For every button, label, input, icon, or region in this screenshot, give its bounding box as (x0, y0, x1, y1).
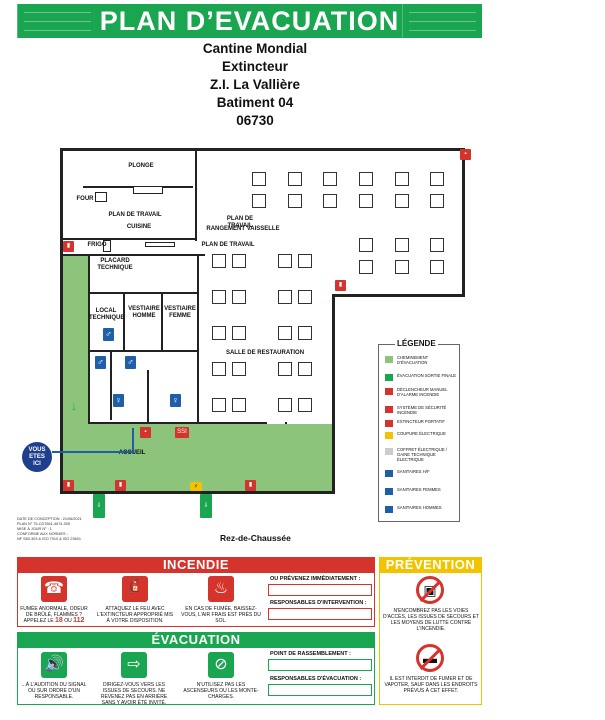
evacuation-action: 🔊 ...à l'audition du signal ou sur ordre… (18, 652, 90, 700)
you-are-here-line (132, 428, 134, 453)
legend-item: Cheminement d'évacuation (385, 355, 459, 365)
legend-title: LÉGENDE (395, 339, 438, 348)
alarm-button-icon: ▪ (460, 149, 471, 160)
evacuation-arrow-icon: ↓ (71, 399, 77, 413)
extinguisher-icon: 🧯 (122, 576, 148, 602)
room-label-plan-travail: Plan de Travail (108, 212, 162, 218)
evacuation-panel (17, 647, 375, 705)
you-are-here-text: ICI (33, 461, 41, 467)
legend-item: Système de sécurité incendie (385, 405, 459, 415)
room-label-accueil: Accueil (118, 450, 146, 456)
header-decoration (402, 4, 482, 38)
alert-label: Ou prévenez immédiatement : (270, 576, 361, 582)
wc-icon: ♀ (170, 394, 181, 407)
room-label-placard: Placard Technique (97, 258, 133, 271)
room-label-frigo: Frigo (87, 242, 107, 248)
document-info: Date de conception : 21/06/2021Plan N° 7… (17, 517, 82, 541)
room-label-cuisine: Cuisine (126, 224, 152, 230)
header-decoration (17, 4, 97, 38)
you-are-here-line (52, 451, 132, 453)
legend-item: Évacuation sortie finale (385, 373, 459, 381)
alarm-icon: 🔊 (41, 652, 67, 678)
fire-extinguisher-icon: ▮ (335, 280, 346, 291)
address-line: Batiment 04 (216, 95, 294, 110)
evacuation-action: ⇨ Dirigez-vous vers les issues de secour… (94, 652, 174, 706)
page-title: PLAN D’EVACUATION (99, 6, 400, 36)
evacuation-responsibles-field[interactable] (268, 684, 372, 696)
assembly-point-field[interactable] (268, 659, 372, 671)
assembly-point-label: Point de rassemblement : (270, 651, 351, 657)
ssi-icon: SSI (175, 427, 189, 438)
room-label-vestiaire-femme: Vestiaire Femme (164, 306, 196, 319)
wc-icon: ♀ (113, 394, 124, 407)
prevention-text: N'encombrez pas les voies d'accès, les i… (383, 608, 479, 632)
fire-extinguisher-icon: ▮ (245, 480, 256, 491)
floor-plan: Plonge Four Plan de Travail Cuisine Plan… (22, 146, 475, 518)
alert-field[interactable] (268, 584, 372, 596)
fire-extinguisher-icon: ▮ (63, 241, 74, 252)
incendie-band: INCENDIE (17, 557, 375, 572)
phone-icon: ☎ (41, 576, 67, 602)
room-label-vestiaire-homme: Vestiaire Homme (128, 306, 160, 319)
evacuation-responsibles-label: Responsables d'évacuation : (270, 676, 362, 682)
smoke-icon: ♨ (208, 576, 234, 602)
legend-item: Sanitaires femmes (385, 487, 459, 495)
prevention-text: Il est interdit de fumer et de vapoter, … (384, 676, 478, 694)
room-label-rangement: Rangement Vaisselle (206, 226, 280, 232)
intervention-field[interactable] (268, 608, 372, 620)
room-label-plan-travail: Plan de Travail (201, 242, 255, 248)
you-are-here-text: ETES (29, 454, 45, 460)
wc-icon: ♂ (125, 356, 136, 369)
intervention-label: Responsables d'intervention : (270, 600, 367, 606)
exit-sign-icon: ⇩ (93, 494, 105, 518)
legend-item: Sanitaires H/F (385, 469, 459, 477)
no-obstruction-icon: ▣ (416, 576, 444, 604)
exit-icon: ⇨ (121, 652, 147, 678)
room-label-salle: Salle de Restauration (225, 350, 305, 356)
incendie-panel (17, 572, 375, 627)
room-label-four: Four (76, 196, 94, 202)
address-line: Cantine Mondial (202, 41, 308, 56)
wc-icon: ♂ (95, 356, 106, 369)
prevention-band: PRÉVENTION (379, 557, 482, 572)
legend: LÉGENDE Cheminement d'évacuation Évacuat… (378, 339, 460, 522)
evacuation-path (60, 424, 332, 492)
legend-item: Déclencheur manuel d'alarme incendie (385, 387, 459, 397)
address-line: 06730 (236, 113, 274, 128)
you-are-here-text: VOUS (28, 447, 46, 453)
room-label-plonge: Plonge (128, 163, 154, 169)
address-line: Z.I. La Vallière (209, 77, 301, 92)
you-are-here-marker: VOUS ETES ICI (22, 442, 52, 472)
room-label-local-technique: Local Technique (89, 308, 125, 321)
legend-item: Extincteur portatif (385, 419, 459, 427)
no-smoking-icon: ▬ (416, 644, 444, 672)
address-line: Extincteur (221, 59, 289, 74)
room-label-plan-travail: Plan de Travail (226, 216, 254, 229)
legend-item: Coupure électrique (385, 431, 459, 439)
wc-icon: ♂ (103, 328, 114, 341)
incendie-action: ♨ En cas de fumée, baissez-vous, l'air f… (180, 576, 262, 624)
fire-extinguisher-icon: ▮ (63, 480, 74, 491)
incendie-action: ☎ Fumée anormale, odeur de brûlé, flamme… (18, 576, 90, 624)
evacuation-band: ÉVACUATION (17, 632, 375, 647)
stairs-icon: ⊘ (208, 652, 234, 678)
power-cut-icon: ⚡ (190, 482, 202, 491)
evacuation-action: ⊘ N'utilisez pas les ascenseurs ou les m… (180, 652, 262, 700)
legend-item: Sanitaires hommes (385, 505, 459, 513)
legend-item: Coffret électrique / gaine technique éle… (385, 447, 459, 462)
alarm-button-icon: ▪ (140, 427, 151, 438)
exit-sign-icon: ⇩ (200, 494, 212, 518)
floor-level-label: Rez-de-Chaussée (220, 533, 291, 543)
fire-extinguisher-icon: ▮ (115, 480, 126, 491)
header-banner: PLAN D’EVACUATION (17, 4, 482, 38)
prevention-panel (379, 572, 482, 705)
incendie-action: 🧯 Attaquez le feu avec l'extincteur appr… (96, 576, 174, 624)
